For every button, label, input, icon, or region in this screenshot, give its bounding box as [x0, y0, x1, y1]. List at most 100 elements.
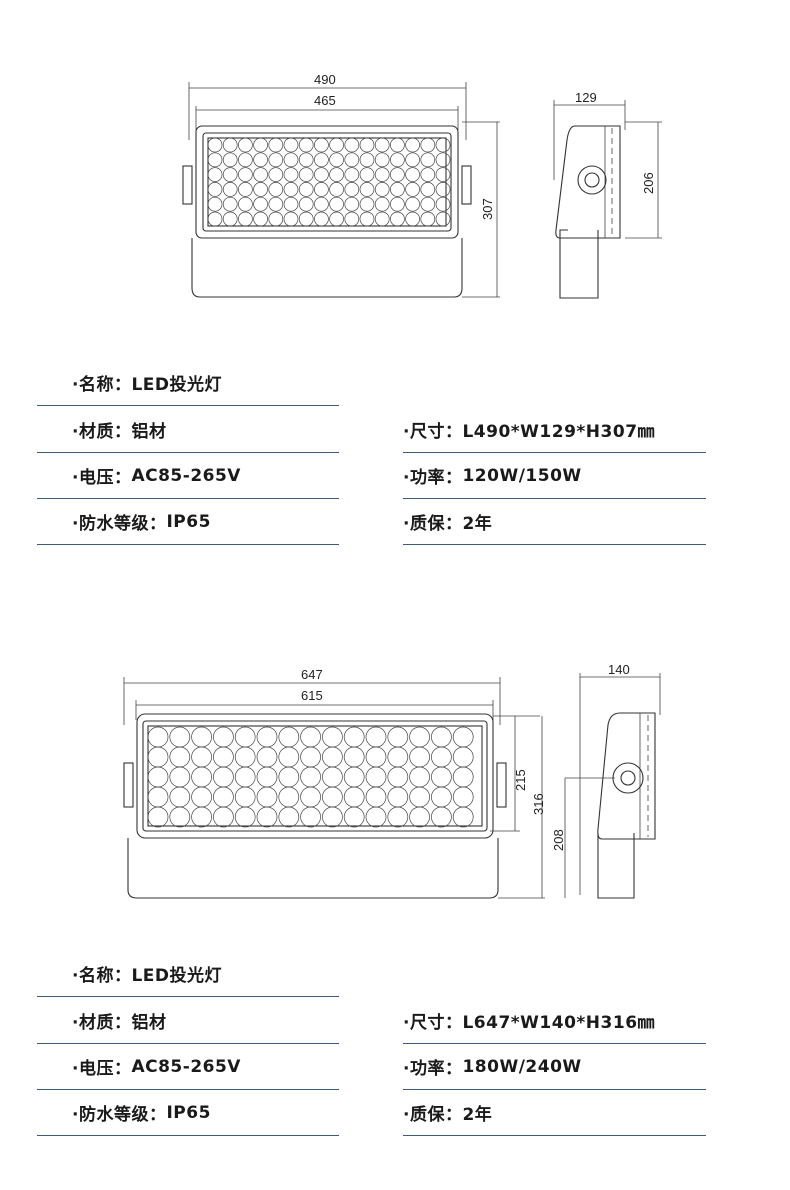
led-lens [268, 196, 284, 212]
led-lens [329, 211, 344, 227]
dim-height: 316 [531, 793, 546, 815]
spec-warranty-row-2: ·质保： 2年 [403, 1090, 706, 1136]
led-lens [420, 196, 436, 212]
spec-material-row-2: ·材质： 铝材 [37, 998, 339, 1044]
led-lens [405, 137, 420, 153]
led-lens [234, 766, 256, 788]
led-lens [283, 167, 299, 182]
led-lens [431, 746, 452, 768]
led-lens [420, 182, 436, 197]
led-lens [300, 726, 321, 748]
led-lens [234, 806, 256, 828]
spec-label: ·材质： [72, 1013, 132, 1033]
led-lens [253, 137, 268, 153]
led-lens [234, 746, 256, 768]
spec-waterproof-row-2: ·防水等级： IP65 [37, 1090, 339, 1136]
led-lens [390, 137, 405, 153]
led-lens [435, 211, 451, 227]
led-lens [390, 167, 405, 182]
led-lens [344, 196, 360, 212]
led-lens [329, 137, 344, 153]
spec-value: 铝材 [131, 422, 167, 442]
led-lens [365, 746, 387, 768]
led-lens [147, 806, 169, 828]
led-lens [329, 152, 344, 168]
spec-voltage-row-1: ·电压： AC85-265V [37, 453, 339, 499]
led-lens [435, 182, 451, 197]
led-lens [238, 152, 253, 168]
spec-label: ·质保： [403, 514, 463, 534]
led-lens [452, 746, 474, 768]
led-lens [213, 726, 234, 748]
led-lens [452, 786, 474, 808]
led-lens [387, 726, 409, 748]
led-lens [213, 746, 234, 768]
product-2-drawing: 647 615 215 316 140 208 [0, 655, 790, 915]
led-lens [374, 182, 390, 197]
spec-value: 2年 [462, 1105, 493, 1125]
led-lens [298, 167, 314, 182]
led-lens [322, 786, 343, 808]
led-lens [431, 726, 452, 748]
led-lens [365, 766, 387, 788]
led-lens [359, 196, 375, 212]
led-lens [207, 167, 223, 182]
led-lens [409, 726, 430, 748]
led-lens [222, 152, 238, 168]
dim-top-width: 647 [301, 667, 323, 682]
led-lens [191, 786, 212, 808]
spec-name-row-2: ·名称： LED投光灯 [37, 951, 339, 997]
led-lens [374, 137, 390, 153]
led-lens [359, 152, 375, 168]
led-lens [300, 806, 321, 828]
led-lens [387, 746, 409, 768]
led-lens [365, 786, 387, 808]
spec-power-row-2: ·功率： 180W/240W [403, 1044, 706, 1090]
led-lens [222, 137, 238, 153]
product-1-drawing: 490 465 307 129 206 [0, 60, 790, 310]
led-lens [238, 137, 253, 153]
dim-side-depth: 129 [575, 90, 597, 105]
led-lens [344, 152, 360, 168]
led-lens [343, 766, 365, 788]
led-lens [374, 152, 390, 168]
led-lens [431, 766, 452, 788]
led-lens [435, 137, 451, 153]
dim-side-height: 206 [641, 172, 656, 194]
led-lens [298, 211, 314, 227]
spec-size-row-1: ·尺寸： L490*W129*H307㎜ [403, 407, 706, 453]
led-lens [298, 137, 314, 153]
led-lens [268, 182, 284, 197]
led-lens [329, 182, 344, 197]
spec-value: L490*W129*H307㎜ [462, 422, 656, 442]
dim-height: 307 [480, 198, 495, 220]
led-lens [147, 726, 169, 748]
led-lens [298, 196, 314, 212]
product-1-front-side-view: 490 465 307 129 206 [182, 72, 662, 299]
led-lens [256, 786, 278, 808]
led-lens [147, 766, 169, 788]
spec-label: ·名称： [72, 375, 132, 395]
spec-label: ·防水等级： [72, 1105, 167, 1125]
led-lens [344, 167, 360, 182]
led-lens [256, 726, 278, 748]
led-lens [169, 746, 191, 768]
led-lens [435, 167, 451, 182]
led-lens [207, 211, 223, 227]
spec-size-row-2: ·尺寸： L647*W140*H316㎜ [403, 998, 706, 1044]
product-2-front-side-view: 647 615 215 316 140 208 [123, 662, 661, 899]
led-lens [314, 137, 329, 153]
led-lens [359, 167, 375, 182]
led-lens [452, 806, 474, 828]
led-lens [343, 726, 365, 748]
spec-value: IP65 [166, 511, 211, 532]
led-lens [278, 766, 300, 788]
led-lens [253, 196, 268, 212]
spec-label: ·电压： [72, 468, 132, 488]
led-lens [253, 211, 268, 227]
spec-value: LED投光灯 [131, 375, 223, 395]
led-lens [278, 726, 300, 748]
spec-value: IP65 [166, 1102, 211, 1123]
led-lens [343, 806, 365, 828]
led-lens [344, 182, 360, 197]
